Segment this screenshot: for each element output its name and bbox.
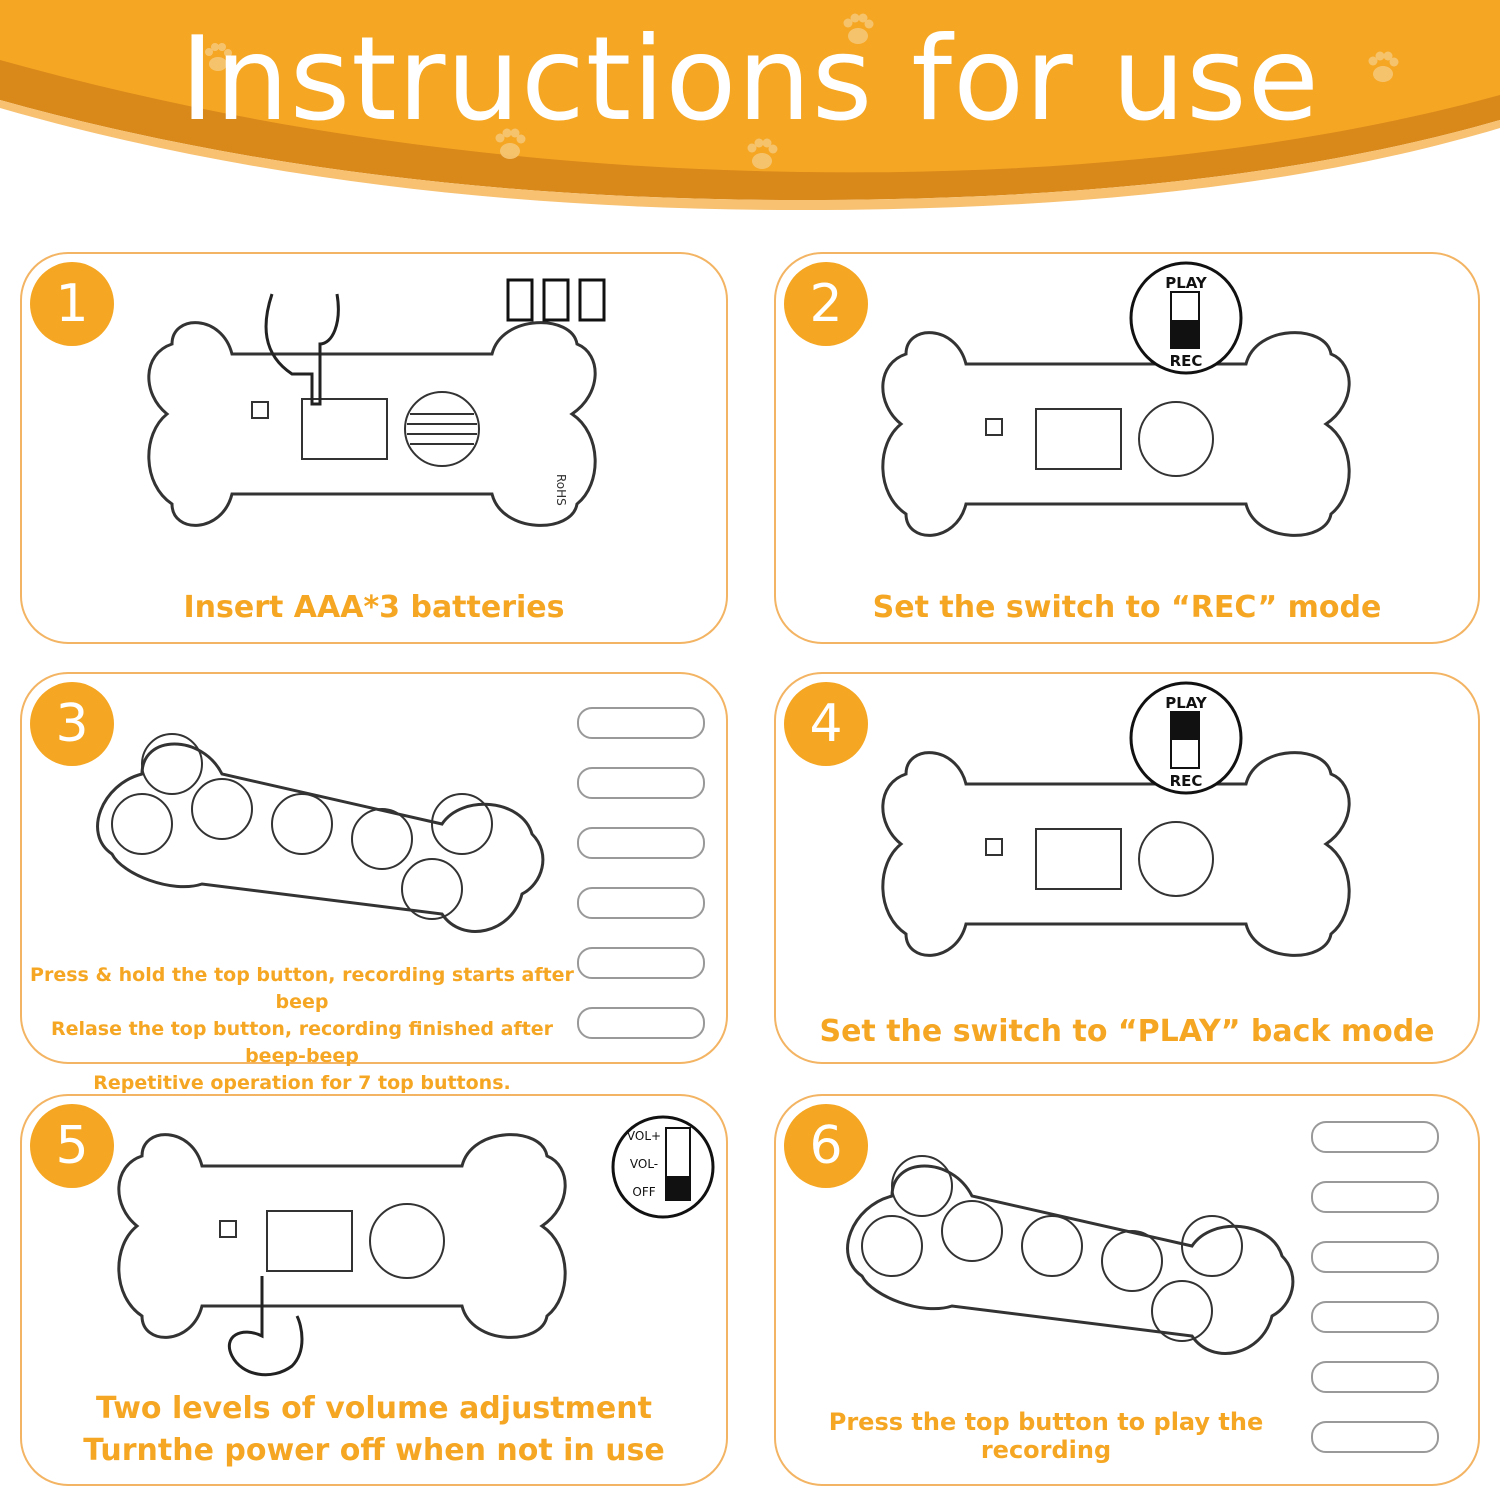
step-card-1: 1 RoHS Insert AAA*3 batteries [20, 252, 728, 644]
bone-device-icon [96, 733, 545, 933]
speaker-grille-icon [1138, 401, 1214, 477]
slide-switch-icon: PLAY REC [1129, 261, 1243, 375]
step-caption: Press the top button to play the recordi… [828, 1408, 1264, 1464]
step-card-3: 3 Press & hold the top button, recording… [20, 672, 728, 1094]
switch-label-vol-up: VOL+ [627, 1129, 661, 1143]
speaker-grille-icon [404, 391, 480, 467]
step-caption: Press & hold the top button, recording s… [22, 962, 582, 1097]
switch-bottom-label: REC [1170, 772, 1203, 790]
step-card-4: 4 PLAY REC Set the switch to “PLAY” back… [774, 672, 1480, 1064]
step-card-5: 5 VOL+ VOL- OFF Two levels of volume adj… [20, 1094, 728, 1486]
slide-switch-icon: VOL+ VOL- OFF [611, 1115, 715, 1219]
caption-line: Turnthe power off when not in use [83, 1433, 665, 1468]
slide-switch-icon: PLAY REC [1129, 681, 1243, 795]
bone-device-icon [846, 1155, 1295, 1355]
bone-device-icon [117, 1133, 567, 1339]
page-title: Instructions for use [180, 12, 1320, 147]
header-banner [0, 0, 1500, 210]
caption-line: Relase the top button, recording finishe… [50, 1018, 554, 1067]
switch-top-label: PLAY [1165, 274, 1208, 292]
step-number: 2 [784, 262, 868, 346]
switch-label-off: OFF [632, 1185, 655, 1199]
rohs-label: RoHS [554, 474, 568, 506]
battery-icon [506, 278, 606, 322]
bone-device-icon: RoHS [147, 321, 597, 527]
mini-devices [1308, 1108, 1448, 1478]
paw-icon [205, 13, 1399, 169]
step-number: 4 [784, 682, 868, 766]
step-number: 6 [784, 1104, 868, 1188]
step-caption: Two levels of volume adjustment Turnthe … [22, 1388, 726, 1472]
caption-line: Repetitive operation for 7 top buttons. [93, 1072, 511, 1094]
step-caption: Insert AAA*3 batteries [183, 590, 565, 625]
switch-bottom-label: REC [1170, 352, 1203, 370]
hand-pointer-icon [227, 1276, 304, 1377]
switch-top-label: PLAY [1165, 694, 1208, 712]
step-number: 1 [30, 262, 114, 346]
step-number: 3 [30, 682, 114, 766]
caption-line: Press & hold the top button, recording s… [30, 964, 574, 1013]
step-number: 5 [30, 1104, 114, 1188]
hand-pointer-icon [264, 293, 340, 406]
bone-device-icon [881, 751, 1351, 957]
step-card-6: 6 Press the top button to play the recor… [774, 1094, 1480, 1486]
step-caption: Set the switch to “REC” mode [872, 590, 1382, 625]
step-card-2: 2 PLAY REC Set the switch to “REC” mode [774, 252, 1480, 644]
speaker-grille-icon [1138, 821, 1214, 897]
switch-label-vol-down: VOL- [630, 1157, 658, 1171]
step-caption: Set the switch to “PLAY” back mode [819, 1014, 1435, 1049]
caption-line: Two levels of volume adjustment [96, 1391, 652, 1426]
speaker-grille-icon [369, 1203, 445, 1279]
bone-device-icon [881, 331, 1351, 537]
mini-devices [574, 688, 714, 1058]
